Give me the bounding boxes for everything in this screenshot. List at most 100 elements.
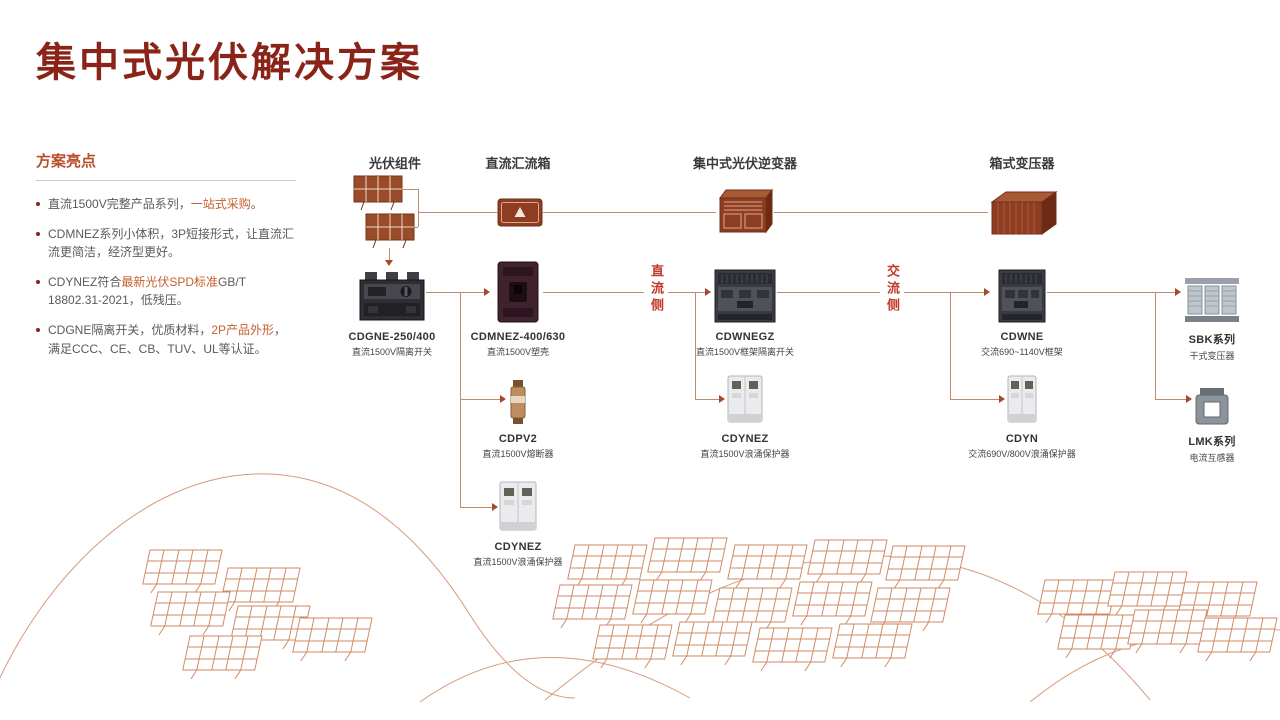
text-post: 。 [250, 197, 263, 211]
product-name: SBK系列 [1188, 334, 1236, 346]
product-desc: 干式变压器 [1189, 351, 1235, 361]
flow-arrow-icon [705, 288, 711, 296]
product-lmk: LMK系列 电流互感器 [1147, 372, 1277, 464]
bullet-dot [36, 231, 40, 236]
connector-line [418, 189, 419, 227]
connector-line [695, 399, 719, 400]
column-header-box-transformer: 箱式变压器 [989, 156, 1055, 171]
flow-arrow-icon [1186, 395, 1192, 403]
current-transformer-image [1147, 372, 1277, 426]
highlights-title: 方案亮点 [36, 150, 296, 181]
flow-arrow-icon [984, 288, 990, 296]
connector-line [389, 248, 390, 260]
product-name: CDWNEGZ [715, 331, 775, 343]
highlight-text: CDGNE隔离开关，优质材料，2P产品外形，满足CCC、CE、CB、TUV、UL… [48, 321, 296, 358]
product-cdynez-dc: CDYNEZ 直流1500V浪涌保护器 [680, 372, 810, 460]
connector-line [774, 212, 988, 213]
connector-line [543, 292, 644, 293]
highlights-panel: 方案亮点 直流1500V完整产品系列，一站式采购。 CDMNEZ系列小体积，3P… [36, 150, 296, 369]
bullet-dot [36, 202, 40, 206]
surge-protector-image [453, 478, 583, 534]
product-desc: 直流1500V框架隔离开关 [695, 347, 795, 357]
connector-line [695, 292, 705, 293]
page-title: 集中式光伏解决方案 [36, 41, 423, 85]
text-pre: CDMNEZ系列小体积，3P短接形式，让直流汇流更简洁，经济型更好。 [48, 226, 295, 260]
bullet-dot [36, 327, 40, 332]
connector-line [543, 212, 716, 213]
product-sbk: SBK系列 干式变压器 [1147, 260, 1277, 362]
combiner-box-icon [497, 196, 543, 233]
product-cdmnez: CDMNEZ-400/630 直流1500V塑壳 [453, 260, 583, 358]
column-header-pv-modules: 光伏组件 [368, 156, 421, 171]
product-cdynez-row3: CDYNEZ 直流1500V浪涌保护器 [453, 478, 583, 568]
flow-arrow-icon [1175, 288, 1181, 296]
connector-line [1155, 292, 1175, 293]
product-name: CDGNE-250/400 [348, 331, 436, 343]
highlight-text: 直流1500V完整产品系列，一站式采购。 [48, 195, 263, 214]
product-name: CDPV2 [498, 433, 538, 445]
product-name: CDMNEZ-400/630 [470, 331, 566, 343]
product-name: CDYNEZ [721, 433, 769, 445]
flow-arrow-icon [500, 395, 506, 403]
connector-line [402, 189, 418, 190]
ac-side-label: 交流侧 [885, 264, 900, 315]
text-post: GB/T 18802.31-2021，低残压。 [48, 274, 246, 308]
highlight-text: CDYNEZ符合最新光伏SPD标准GB/T 18802.31-2021，低残压。 [48, 273, 296, 310]
product-cdgne: CDGNE-250/400 直流1500V隔离开关 [327, 260, 457, 358]
flow-arrow-icon [484, 288, 490, 296]
mccb-image [453, 260, 583, 324]
box-transformer-icon [988, 188, 1060, 243]
connector-line [777, 292, 880, 293]
product-name: CDWNE [1000, 331, 1044, 343]
product-cdpv2: CDPV2 直流1500V熔断器 [453, 372, 583, 460]
product-cdyn: CDYN 交流690V/800V浪涌保护器 [957, 372, 1087, 460]
connector-line [950, 399, 999, 400]
highlight-item: CDMNEZ系列小体积，3P短接形式，让直流汇流更简洁，经济型更好。 [36, 225, 296, 262]
connector-line [414, 227, 418, 228]
connector-line [1155, 399, 1186, 400]
product-name: LMK系列 [1188, 436, 1236, 448]
highlight-text: CDMNEZ系列小体积，3P短接形式，让直流汇流更简洁，经济型更好。 [48, 225, 296, 262]
dry-transformer-image [1147, 260, 1277, 324]
frame-breaker-image [957, 260, 1087, 324]
product-desc: 交流690V/800V浪涌保护器 [968, 449, 1076, 459]
connector-line [1047, 292, 1155, 293]
product-desc: 直流1500V隔离开关 [351, 347, 433, 357]
product-desc: 交流690~1140V框架 [981, 347, 1063, 357]
text-post: ，满足CCC、CE、CB、TUV、UL等认证。 [48, 322, 287, 356]
inverter-icon [716, 186, 774, 241]
product-desc: 直流1500V浪涌保护器 [700, 449, 790, 459]
product-cdwnegz: CDWNEGZ 直流1500V框架隔离开关 [680, 260, 810, 358]
product-desc: 电流互感器 [1189, 453, 1235, 463]
product-desc: 直流1500V浪涌保护器 [473, 557, 563, 567]
highlight-item: CDGNE隔离开关，优质材料，2P产品外形，满足CCC、CE、CB、TUV、UL… [36, 321, 296, 358]
bullet-dot [36, 279, 40, 284]
connector-line [904, 292, 950, 293]
product-name: CDYN [1005, 433, 1039, 445]
highlight-item: 直流1500V完整产品系列，一站式采购。 [36, 195, 296, 214]
text-em: 最新光伏SPD标准 [121, 274, 219, 289]
column-header-dc-combiner: 直流汇流箱 [485, 156, 551, 171]
isolator-switch-image [327, 260, 457, 324]
connector-line [418, 212, 497, 213]
solar-panels-icon [352, 174, 416, 253]
frame-breaker-image [680, 260, 810, 324]
connector-line [695, 292, 696, 399]
fuse-image [453, 372, 583, 426]
product-name: CDYNEZ [494, 541, 542, 553]
surge-protector-image [957, 372, 1087, 426]
product-desc: 直流1500V熔断器 [482, 449, 554, 459]
product-desc: 直流1500V塑壳 [486, 347, 550, 357]
column-header-central-inverter: 集中式光伏逆变器 [692, 156, 797, 171]
connector-line [950, 292, 951, 399]
text-pre: CDYNEZ符合 [48, 274, 122, 289]
flow-arrow-icon [999, 395, 1005, 403]
connector-line [668, 292, 695, 293]
connector-line [426, 292, 460, 293]
surge-protector-image [680, 372, 810, 426]
text-em: 2P产品外形 [211, 322, 275, 337]
flow-arrow-down-icon [385, 260, 393, 266]
flow-arrow-icon [719, 395, 725, 403]
text-pre: 直流1500V完整产品系列， [48, 197, 191, 211]
